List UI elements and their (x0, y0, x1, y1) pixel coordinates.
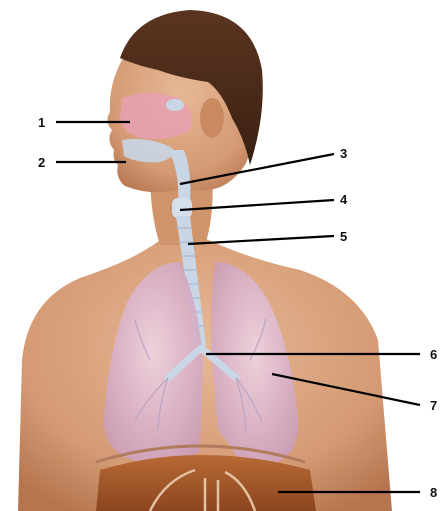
label-2: 2 (38, 155, 45, 170)
sinus (166, 99, 184, 111)
label-8: 8 (430, 485, 437, 500)
leader-line-5 (188, 236, 334, 244)
label-6: 6 (430, 347, 437, 362)
larynx (172, 198, 192, 218)
label-5: 5 (340, 229, 347, 244)
label-4: 4 (340, 192, 348, 207)
label-1: 1 (38, 115, 45, 130)
label-7: 7 (430, 398, 437, 413)
label-3: 3 (340, 146, 347, 161)
ear (200, 98, 224, 138)
